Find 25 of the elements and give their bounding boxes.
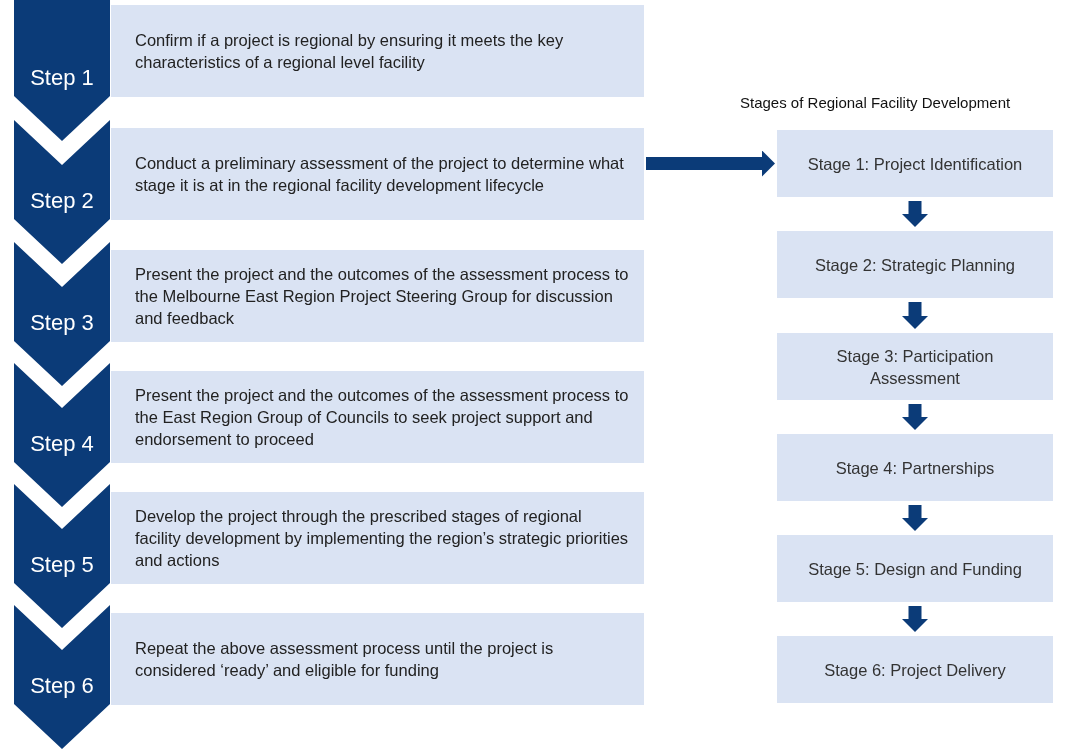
stage-box: Stage 5: Design and Funding <box>777 535 1053 602</box>
step-description-box: Develop the project through the prescribed stages of regional facility development by implementing the region’s strategic priorities and actions <box>111 492 644 584</box>
step-label: Step 3 <box>29 309 95 336</box>
arrow <box>902 302 928 329</box>
arrow <box>902 505 928 531</box>
step-label: Step 5 <box>29 551 95 578</box>
step-description-box: Present the project and the outcomes of the assessment process to the Melbourne East Region Project Steering Group for discussion and feedback <box>111 250 644 342</box>
arrow <box>902 201 928 227</box>
step-label: Step 4 <box>29 430 95 457</box>
section-heading: Stages of Regional Facility Development <box>740 94 1011 111</box>
step-label: Step 1 <box>29 64 95 91</box>
step-description-box: Confirm if a project is regional by ensuring it meets the key characteristics of a regional level facility <box>111 5 644 97</box>
step-description-box: Present the project and the outcomes of the assessment process to the East Region Group of Councils to seek project support and endorsement to proceed <box>111 371 644 463</box>
stage-box: Stage 2: Strategic Planning <box>777 231 1053 298</box>
stage-box: Stage 1: Project Identification <box>777 130 1053 197</box>
step-label: Step 2 <box>29 187 95 214</box>
arrow <box>902 404 928 430</box>
arrow <box>646 150 775 177</box>
stage-box: Stage 4: Partnerships <box>777 434 1053 501</box>
step-description-box: Repeat the above assessment process until the project is considered ‘ready’ and eligible for funding <box>111 613 644 705</box>
step-label: Step 6 <box>29 672 95 699</box>
stage-box: Stage 6: Project Delivery <box>777 636 1053 703</box>
arrow <box>902 606 928 632</box>
step-description-box: Conduct a preliminary assessment of the project to determine what stage it is at in the regional facility development lifecycle <box>111 128 644 220</box>
stage-box: Stage 3: Participation Assessment <box>777 333 1053 400</box>
